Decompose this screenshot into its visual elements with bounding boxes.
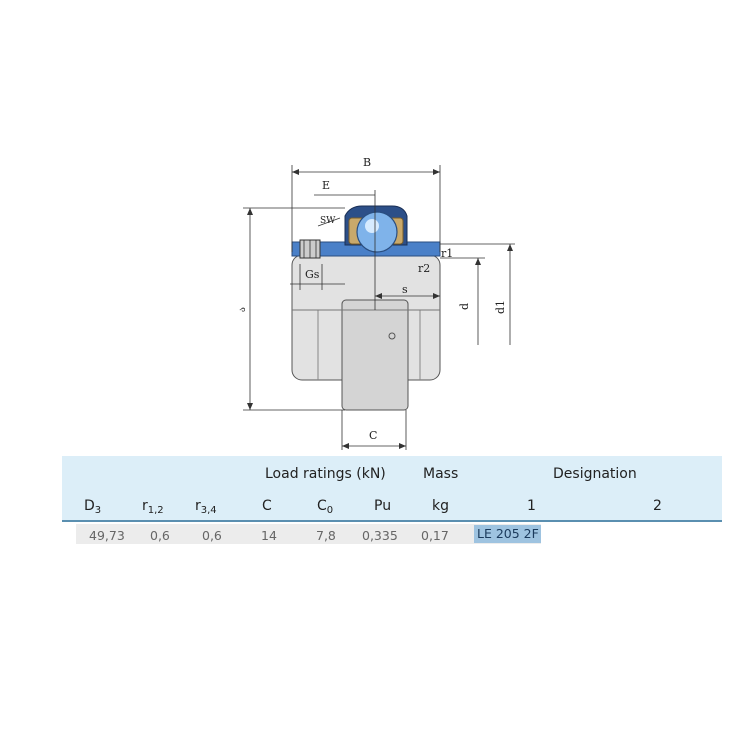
- bearing-data-table: Load ratings (kN) Mass Designation D3 r1…: [62, 456, 722, 548]
- bearing-drawing-svg: B E SW Gs r1 r2 s d d1 C ა: [238, 156, 515, 450]
- col-header-c0: C0: [317, 498, 334, 516]
- cell-designation-link[interactable]: LE 205 2F: [474, 525, 541, 543]
- dim-label-s: s: [402, 283, 408, 296]
- dim-label-d: d: [458, 303, 471, 310]
- header-mass: Mass: [423, 466, 459, 482]
- col-header-r12: r1,2: [142, 498, 164, 516]
- dim-label-r1: r1: [441, 247, 453, 260]
- col-header-designation-1: 1: [527, 498, 536, 514]
- col-header-kg: kg: [432, 498, 449, 514]
- col-header-pu: Pu: [374, 498, 392, 514]
- cell-r12: 0,6: [150, 528, 170, 543]
- inner-ring-body: [341, 299, 409, 411]
- ball-element: [356, 211, 398, 253]
- header-designation: Designation: [553, 466, 637, 482]
- dim-label-Gs: Gs: [305, 268, 320, 281]
- dim-label-SW: SW: [320, 216, 336, 226]
- col-header-r34: r3,4: [195, 498, 217, 516]
- hole-marker: [388, 332, 396, 340]
- dim-label-d1: d1: [494, 300, 507, 314]
- cell-c: 14: [261, 528, 277, 543]
- header-load-ratings: Load ratings (kN): [265, 466, 386, 482]
- table-row: 49,73 0,6 0,6 14 7,8 0,335 0,17 LE 205 2…: [62, 522, 722, 548]
- dim-label-r2: r2: [418, 262, 430, 275]
- cell-pu: 0,335: [362, 528, 398, 543]
- col-header-c: C: [262, 498, 272, 514]
- dim-label-E: E: [322, 179, 330, 192]
- cell-r34: 0,6: [202, 528, 222, 543]
- cell-kg: 0,17: [421, 528, 449, 543]
- bearing-technical-drawing: B E SW Gs r1 r2 s d d1 C ა: [238, 156, 515, 450]
- cell-d3: 49,73: [89, 528, 125, 543]
- col-header-d3: D3: [84, 498, 102, 516]
- dim-label-B: B: [363, 156, 371, 169]
- dim-label-C: C: [369, 429, 377, 442]
- cell-c0: 7,8: [316, 528, 336, 543]
- dim-label-D: ა: [238, 307, 248, 312]
- col-header-designation-2: 2: [653, 498, 662, 514]
- table-header: Load ratings (kN) Mass Designation D3 r1…: [62, 456, 722, 522]
